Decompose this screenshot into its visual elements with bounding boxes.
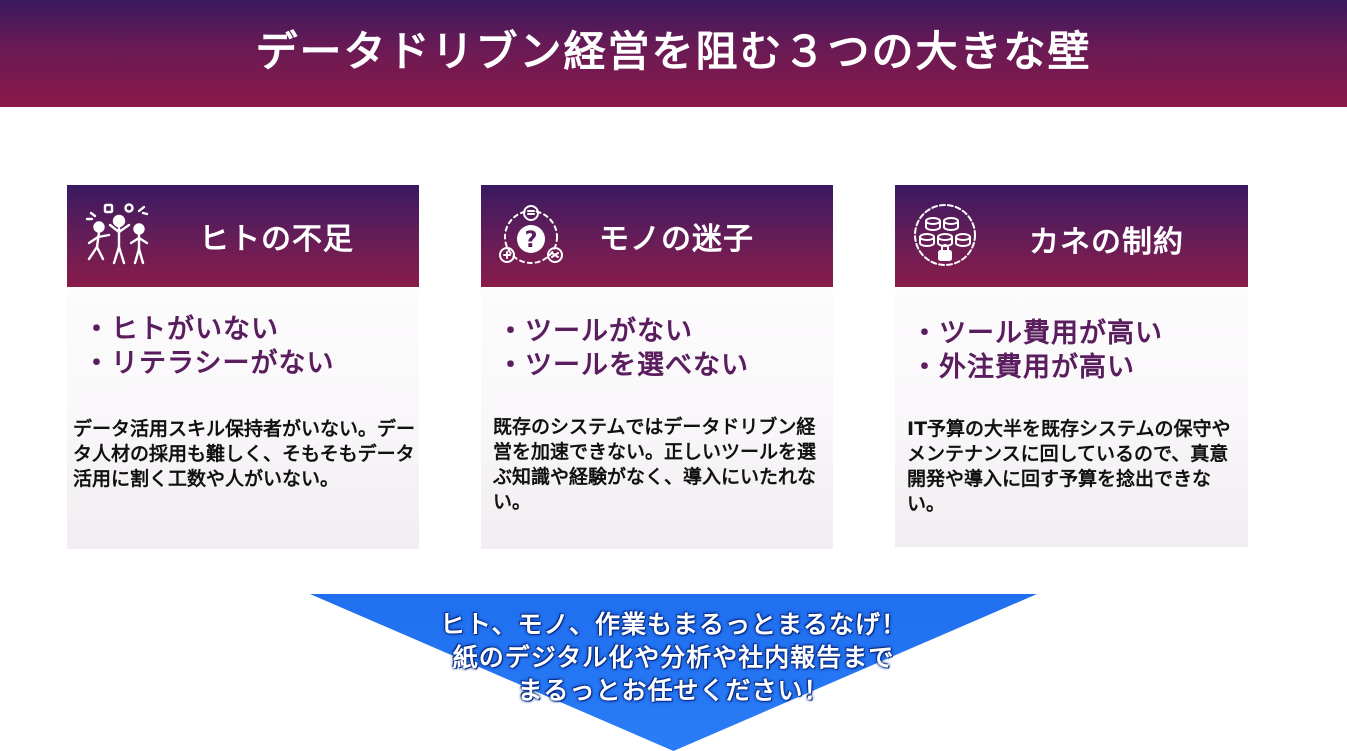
card-header: ? モノの迷子 — [481, 185, 833, 287]
card-heading: ヒトの不足 — [199, 222, 354, 257]
card-tool-lost: ? モノの迷子 ツールがない ツールを選べない 既存のシステムではデータドリブン… — [481, 185, 833, 549]
list-item: ヒトがいない — [83, 313, 334, 347]
bullet-list: ツール費用が高い 外注費用が高い — [911, 317, 1163, 385]
list-item: リテラシーがない — [83, 347, 334, 381]
card-budget-constraint: カネの制約 ツール費用が高い 外注費用が高い IT予算の大半を既存システムの保守… — [895, 185, 1248, 547]
arrow-line: ヒト、モノ、作業もまるっとまるなげ！ — [439, 610, 907, 639]
list-item: ツールがない — [497, 315, 749, 349]
page-title: データドリブン経営を阻む３つの大きな壁 — [255, 27, 1092, 76]
card-description: IT予算の大半を既存システムの保守やメンテナンスに回しているので、真意開発や導入… — [907, 418, 1231, 515]
people-icon — [79, 199, 155, 271]
question-icon: ? — [493, 199, 569, 271]
bullet-list: ツールがない ツールを選べない — [497, 315, 749, 383]
arrow-line: 紙のデジタル化や分析や社内報告まで — [452, 643, 895, 672]
down-arrow-callout — [310, 594, 1037, 751]
arrow-message: ヒト、モノ、作業もまるっとまるなげ！ 紙のデジタル化や分析や社内報告まで まるっ… — [310, 608, 1037, 707]
card-description: 既存のシステムではデータドリブン経営を加速できない。正しいツールを選ぶ知識や経験… — [493, 416, 817, 513]
card-people-shortage: ヒトの不足 ヒトがいない リテラシーがない データ活用スキル保持者がいない。デー… — [67, 185, 419, 549]
arrow-line: まるっとお任せください！ — [517, 676, 830, 705]
svg-text:?: ? — [525, 228, 538, 253]
card-heading: カネの制約 — [1029, 225, 1184, 260]
title-banner: データドリブン経営を阻む３つの大きな壁 — [0, 0, 1347, 107]
list-item: ツール費用が高い — [911, 317, 1163, 351]
card-description: データ活用スキル保持者がいない。データ人材の採用も難しく、そもそもデータ活用に割… — [73, 418, 416, 490]
card-header: カネの制約 — [895, 185, 1248, 287]
coins-chain-icon — [907, 199, 983, 271]
list-item: 外注費用が高い — [911, 351, 1163, 385]
bullet-list: ヒトがいない リテラシーがない — [83, 313, 334, 381]
list-item: ツールを選べない — [497, 349, 749, 383]
card-header: ヒトの不足 — [67, 185, 419, 287]
card-heading: モノの迷子 — [599, 222, 754, 257]
